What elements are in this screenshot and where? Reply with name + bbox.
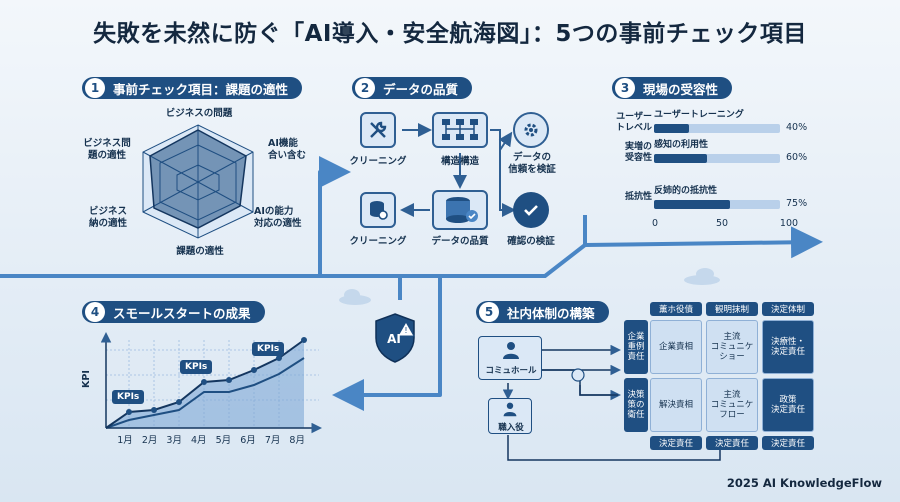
section-4-title: スモールスタートの成果 [113, 305, 251, 321]
section-2-number: 2 [355, 78, 375, 98]
data-quality-flow [400, 123, 516, 217]
month-tick-label: 8月 [289, 435, 305, 446]
org-column-header: 薫ホ役債 [650, 302, 702, 316]
acceptance-bar-track [654, 154, 780, 163]
month-tick-label: 2月 [141, 435, 158, 446]
acceptance-side-label: 実増の 受容性 [624, 142, 652, 164]
month-tick-label: 6月 [240, 435, 256, 446]
structure-icon [432, 112, 488, 148]
axis-tick-0: 0 [651, 218, 659, 229]
flow-label-data-quality: データの品質 [431, 236, 489, 247]
staff-box: 職入役 [488, 398, 532, 434]
section-5-number: 5 [479, 302, 499, 322]
acceptance-bar-percent: 60% [786, 152, 808, 163]
check-badge-icon [513, 192, 549, 228]
acceptance-bar-name: 反姉的の抵抗性 [654, 186, 718, 196]
section-1-header: 1 事前チェック項目：課題の適性 [82, 77, 303, 99]
org-row-header: 企業 重例 責任 [624, 320, 648, 374]
kpi-axis-label: KPI [81, 370, 93, 388]
acceptance-bar-name: ユーザートレーニング [654, 110, 744, 120]
staff-person-icon [503, 402, 517, 417]
month-tick-label: 1月 [117, 435, 133, 446]
org-connectors [502, 344, 726, 461]
section-1-number: 1 [85, 78, 105, 98]
section-2-header: 2 データの品質 [352, 77, 473, 99]
community-hall-box: コミュホール [478, 336, 542, 380]
radar-chart [142, 124, 254, 239]
acceptance-bar-track [654, 124, 780, 133]
org-footer-header: 決定責任 [762, 436, 814, 450]
month-tick-label: 7月 [264, 435, 281, 446]
acceptance-bar-track [654, 200, 780, 209]
database-icon [360, 192, 396, 228]
data-quality-icon [432, 190, 488, 230]
kpi-area-chart [100, 332, 322, 434]
radar-label-top: ビジネスの問題 [165, 108, 233, 119]
radar-label-bottom: 課題の適性 [176, 246, 224, 257]
org-column-header: 観明抹制 [706, 302, 758, 316]
acceptance-bar-percent: 75% [786, 198, 808, 209]
ai-badge-label: AI [387, 332, 401, 346]
section-5-title: 社内体制の構築 [507, 305, 595, 321]
radar-label-right-top: AI機能 合い含む [268, 138, 307, 161]
staff-label: 職入役 [498, 423, 524, 433]
org-grid-cell: 主流 コミュニケ フロー [706, 378, 758, 432]
radar-label-left-bottom: ビジネス 納の適性 [88, 206, 127, 229]
org-row-header: 決策 策の 衛任 [624, 378, 648, 432]
axis-tick-50: 50 [715, 218, 729, 229]
org-grid-cell: 主流 コミュニケ ショー [706, 320, 758, 374]
month-tick-label: 4月 [191, 435, 207, 446]
section-3-number: 3 [615, 78, 635, 98]
acceptance-bar-percent: 40% [786, 122, 808, 133]
page-title: 失敗を未然に防ぐ「AI導入・安全航海図」：5つの事前チェック項目 [93, 21, 807, 47]
flow-label-cleaning-2: クリーニング [349, 236, 407, 247]
flow-label-trust: データの 信頼を検証 [508, 152, 556, 175]
wrench-icon [360, 112, 396, 148]
org-grid-cell: 解決責相 [650, 378, 702, 432]
radar-label-right-bottom: AIの能力 対応の適性 [254, 206, 302, 229]
ai-shield-icon: ! AI [372, 312, 418, 364]
community-hall-label: コミュホール [485, 366, 537, 376]
axis-tick-100: 100 [779, 218, 799, 229]
org-grid-cell: 政策 決定責任 [762, 378, 814, 432]
org-footer-header: 決定責任 [706, 436, 758, 450]
section-5-header: 5 社内体制の構築 [476, 301, 609, 323]
month-tick-label: 5月 [215, 435, 232, 446]
month-tick-label: 3月 [166, 435, 182, 446]
org-grid-cell: 企業責相 [650, 320, 702, 374]
section-4-number: 4 [85, 302, 105, 322]
section-3-header: 3 現場の受容性 [612, 77, 733, 99]
kpi-tag-2: KPIs [180, 360, 213, 374]
kpi-tag-3: KPIs [252, 342, 285, 356]
kpi-tag-1: KPIs [112, 390, 145, 404]
gear-search-icon [513, 112, 549, 148]
section-2-title: データの品質 [383, 81, 459, 97]
flow-label-cleaning-1: クリーニング [349, 156, 407, 167]
section-4-header: 4 スモールスタートの成果 [82, 301, 265, 323]
flow-label-verify: 確認の検証 [507, 236, 555, 247]
org-footer-header: 決定責任 [650, 436, 702, 450]
person-icon [503, 342, 519, 359]
acceptance-bar-fill [654, 200, 731, 209]
radar-label-left-top: ビジネス問 題の適性 [83, 138, 131, 161]
acceptance-bar-fill [654, 124, 690, 133]
section-3-title: 現場の受容性 [643, 81, 719, 97]
svg-text:!: ! [404, 326, 407, 335]
flow-label-structure: 構造構造 [440, 156, 479, 167]
org-grid-cell: 決療性・ 決定責任 [762, 320, 814, 374]
acceptance-side-label: ユーザー トレベル [615, 112, 652, 134]
section-1-title: 事前チェック項目：課題の適性 [113, 81, 289, 97]
acceptance-side-label: 抵抗性 [624, 192, 652, 202]
acceptance-bar-fill [654, 154, 707, 163]
org-column-header: 決定体制 [762, 302, 814, 316]
acceptance-bar-name: 感知の利用性 [654, 140, 709, 150]
footer-credit: 2025 AI KnowledgeFlow [726, 476, 882, 490]
